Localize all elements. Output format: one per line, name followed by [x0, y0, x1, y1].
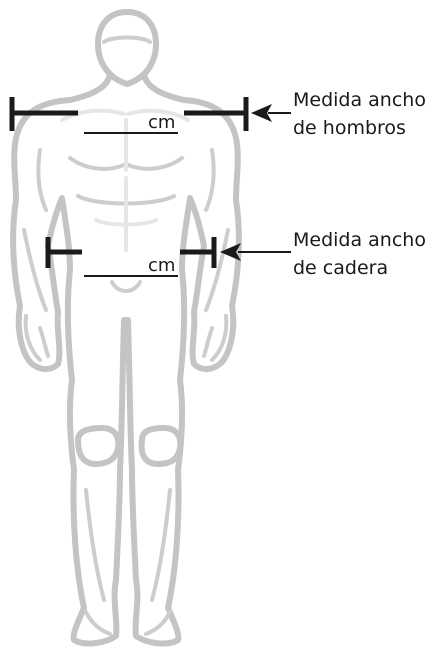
hip-unit: cm — [148, 255, 175, 276]
hip-measurement: cm — [48, 237, 291, 276]
groin-detail — [112, 282, 140, 291]
human-figure — [13, 12, 239, 643]
right-hand — [204, 316, 226, 360]
left-foot — [86, 612, 110, 634]
shoulder-label-line2: de hombros — [293, 114, 426, 142]
left-arm-inner — [24, 150, 46, 310]
hip-label-line1: Medida ancho — [293, 226, 426, 254]
head-outline — [98, 12, 156, 84]
hip-callout: Medida ancho de cadera — [293, 226, 426, 282]
left-hand — [26, 316, 48, 360]
head-detail — [104, 38, 150, 43]
left-knee — [78, 428, 118, 464]
left-shin-detail — [86, 490, 104, 600]
abdomen-faint — [96, 178, 156, 250]
shoulder-unit: cm — [148, 112, 175, 133]
shoulder-label-line1: Medida ancho — [293, 86, 426, 114]
hip-label-line2: de cadera — [293, 254, 426, 282]
right-knee — [142, 428, 181, 464]
shoulder-callout: Medida ancho de hombros — [293, 86, 426, 142]
right-foot — [146, 612, 170, 634]
right-arm-inner — [206, 150, 228, 310]
right-shin-detail — [152, 490, 170, 600]
